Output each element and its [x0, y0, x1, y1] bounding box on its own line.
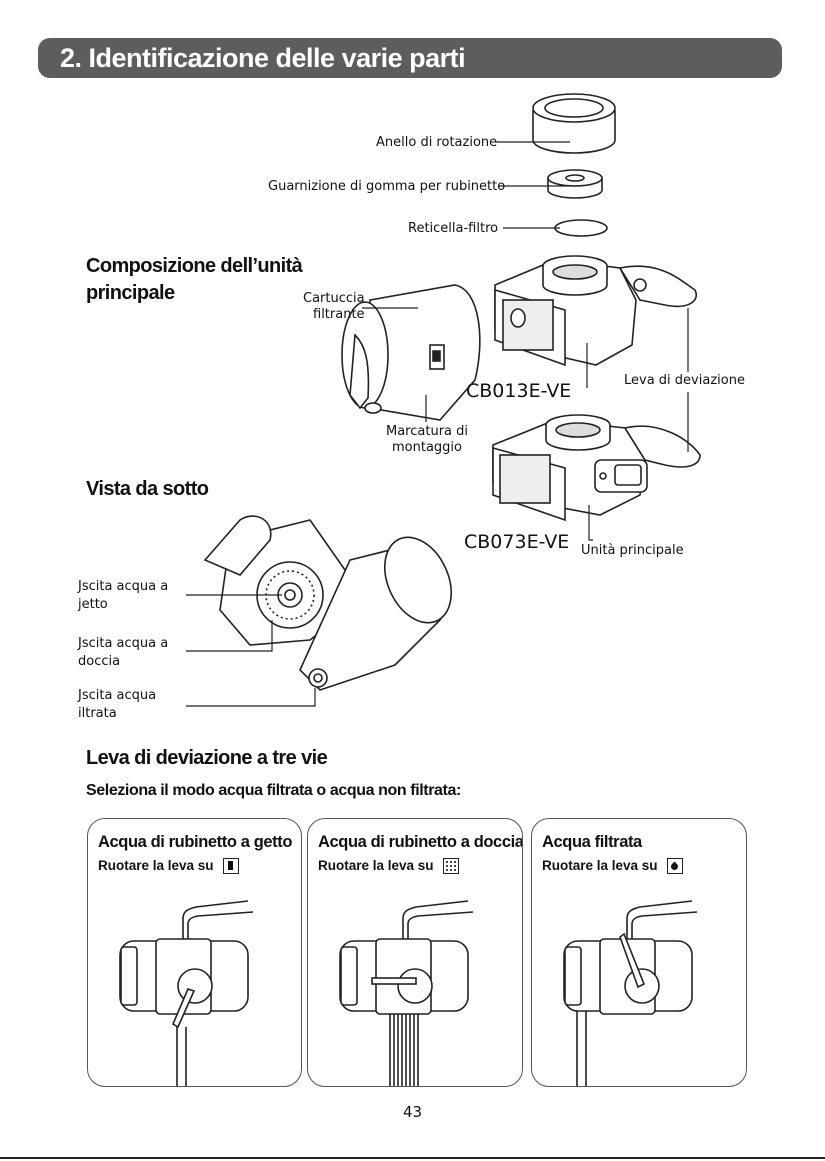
label-stream-outlet-line2: jetto — [78, 597, 108, 612]
section-title: 2. Identificazione delle varie parti — [60, 43, 466, 73]
mode-instruction: Ruotare la leva su — [318, 858, 460, 875]
heading-composition-line1: Composizione dell’unità — [86, 255, 303, 277]
shower-icon — [443, 858, 460, 875]
mode-panel-filtered: Acqua filtrata Ruotare la leva su — [531, 818, 747, 1087]
label-shower-outlet-line1: Jscita acqua a — [78, 636, 169, 651]
gasket-drawing — [547, 169, 603, 199]
heading-bottom-view: Vista da sotto — [86, 478, 209, 500]
label-filter-mesh: Reticella-filtro — [408, 221, 499, 236]
tap-lever-filtered-drawing — [563, 900, 698, 1086]
bottom-view-drawing — [203, 515, 452, 691]
tap-lever-shower-drawing — [339, 900, 474, 1086]
bottom-rule — [0, 1157, 825, 1159]
mode-title: Acqua di rubinetto a doccia — [318, 833, 523, 851]
mode-title: Acqua filtrata — [542, 833, 642, 851]
heading-lever: Leva di deviazione a tre vie — [86, 747, 328, 769]
mode-instruction: Ruotare la leva su — [542, 858, 684, 875]
page-number: 43 — [402, 1103, 423, 1121]
label-gasket: Guarnizione di gomma per rubinetto — [268, 179, 506, 194]
label-lever: Leva di deviazione — [624, 373, 745, 388]
model-top: CB013E-VE — [466, 380, 572, 402]
main-unit-cb013e-drawing — [494, 255, 697, 367]
section-banner: 2. Identificazione delle varie parti — [38, 38, 782, 78]
filter-cartridge-drawing — [341, 284, 481, 421]
heading-composition-line2: principale — [86, 282, 175, 304]
mode-panel-stream: Acqua di rubinetto a getto Ruotare la le… — [87, 818, 302, 1087]
model-bottom: CB073E-VE — [464, 531, 570, 553]
filter-mesh-drawing — [554, 219, 608, 237]
rotation-ring-drawing — [532, 93, 616, 154]
label-marking-line2: montaggio — [392, 440, 462, 455]
main-unit-cb073e-drawing — [492, 414, 701, 522]
lever-subtitle: Seleziona il modo acqua filtrata o acqua… — [86, 782, 461, 799]
label-cartridge-line2: filtrante — [313, 307, 365, 322]
tap-lever-stream-drawing — [119, 900, 254, 1086]
label-filtered-outlet-line2: iltrata — [78, 706, 117, 721]
label-filtered-outlet-line1: Jscita acqua — [78, 688, 157, 703]
label-stream-outlet-line1: Jscita acqua a — [78, 579, 169, 594]
label-marking-line1: Marcatura di — [386, 424, 468, 439]
mode-instruction: Ruotare la leva su — [98, 858, 240, 875]
stream-icon — [223, 858, 240, 875]
label-rotation-ring: Anello di rotazione — [376, 135, 498, 150]
label-shower-outlet-line2: doccia — [78, 654, 121, 669]
drop-icon — [667, 858, 684, 875]
label-cartridge-line1: Cartuccia — [303, 291, 365, 306]
label-main-unit: Unità principale — [581, 543, 684, 558]
mode-title: Acqua di rubinetto a getto — [98, 833, 293, 851]
mode-panel-shower: Acqua di rubinetto a doccia Ruotare la l… — [307, 818, 523, 1087]
